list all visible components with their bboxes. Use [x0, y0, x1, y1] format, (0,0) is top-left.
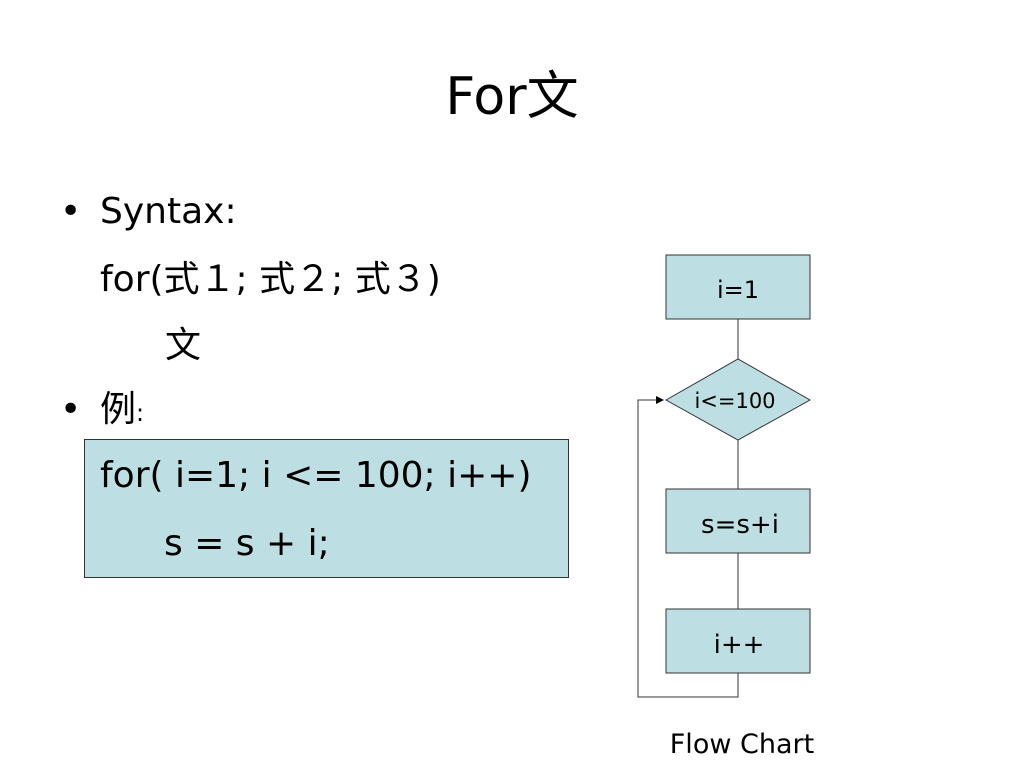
flow-condition-diamond — [664, 358, 812, 441]
flow-body-text: s=s+i — [701, 510, 779, 540]
flow-init-text: i=1 — [717, 276, 759, 304]
bullet-dot: • — [60, 191, 82, 232]
flow-condition-text: i<=100 — [694, 389, 775, 413]
example-colon: : — [136, 399, 145, 427]
flow-init-box — [665, 254, 811, 320]
code-line-for: for( i=1; i <= 100; i++) — [100, 455, 532, 496]
slide-title: For文 — [445, 67, 579, 127]
flow-body-box — [665, 488, 811, 554]
code-line-sum: s = s + i; — [164, 523, 330, 564]
flow-increment-text: i++ — [714, 630, 765, 660]
bullet-syntax: • Syntax: — [60, 190, 237, 234]
loop-back-arrow — [637, 396, 739, 698]
syntax-line-statement: 文 — [165, 325, 202, 366]
flow-caption: Flow Chart — [670, 729, 814, 760]
syntax-label: Syntax: — [100, 191, 237, 232]
code-box: for( i=1; i <= 100; i++) s = s + i; — [84, 439, 569, 578]
example-label: 例 — [100, 389, 137, 430]
flow-increment-box — [665, 608, 811, 674]
bullet-dot: • — [60, 389, 82, 430]
bullet-example: • 例: — [60, 388, 144, 435]
syntax-line-for: for(式１; 式２; 式３) — [100, 259, 441, 300]
